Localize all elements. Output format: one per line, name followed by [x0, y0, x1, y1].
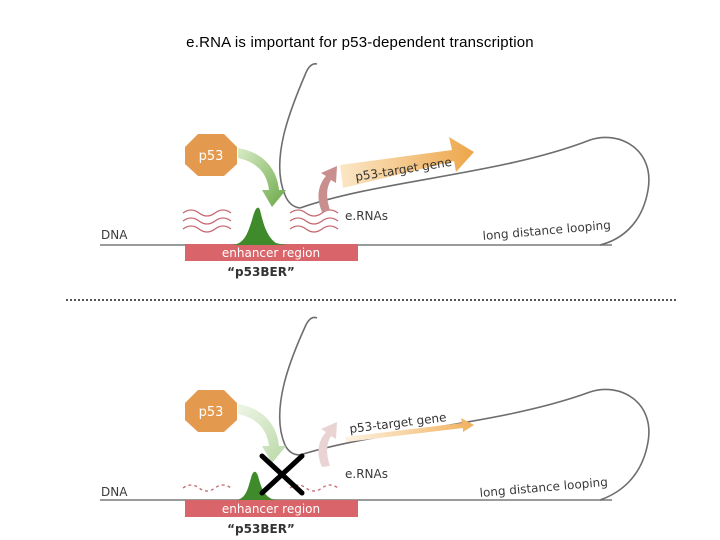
p53-binding-arrow [238, 404, 286, 463]
looping-label: long distance looping [482, 218, 611, 243]
p53-binding-arrow [238, 148, 286, 207]
p53ber-label: “p53BER” [227, 265, 295, 279]
p53-protein: p53 [185, 134, 237, 176]
enhancer-region-box [185, 500, 358, 517]
enhancer-region-label: enhancer region [222, 246, 320, 260]
looping-label: long distance looping [479, 475, 608, 500]
p53-label: p53 [199, 149, 224, 164]
looping-dna [278, 316, 650, 501]
erna-to-gene-arrow [318, 422, 337, 467]
dna-label: DNA [101, 228, 128, 242]
p53-protein: p53 [185, 390, 237, 432]
p53ber-label: “p53BER” [227, 522, 295, 536]
panel-bottom: DNA enhancer region “p53BER” p53 e.RNAs … [100, 316, 650, 536]
erna-waves-right [289, 484, 339, 492]
binding-peak [236, 471, 286, 500]
erna-waves-left [182, 209, 232, 233]
erna-to-gene-arrow [318, 166, 337, 212]
enhancer-region-box [185, 244, 358, 261]
erna-waves-left [182, 484, 232, 492]
target-gene-arrow [345, 418, 474, 442]
looping-dna [278, 63, 650, 246]
slide-title: e.RNA is important for p53-dependent tra… [186, 34, 534, 51]
panel-top: DNA enhancer region “p53BER” p53 e.RNAs [100, 63, 650, 279]
p53-label: p53 [199, 405, 224, 420]
ernas-label: e.RNAs [345, 209, 388, 223]
inhibition-x-icon [259, 453, 305, 496]
dna-label: DNA [101, 485, 128, 499]
binding-peak [232, 207, 290, 245]
target-gene-arrow [340, 137, 474, 188]
ernas-label: e.RNAs [345, 467, 388, 481]
enhancer-region-label: enhancer region [222, 502, 320, 516]
erna-waves-right [289, 209, 339, 233]
